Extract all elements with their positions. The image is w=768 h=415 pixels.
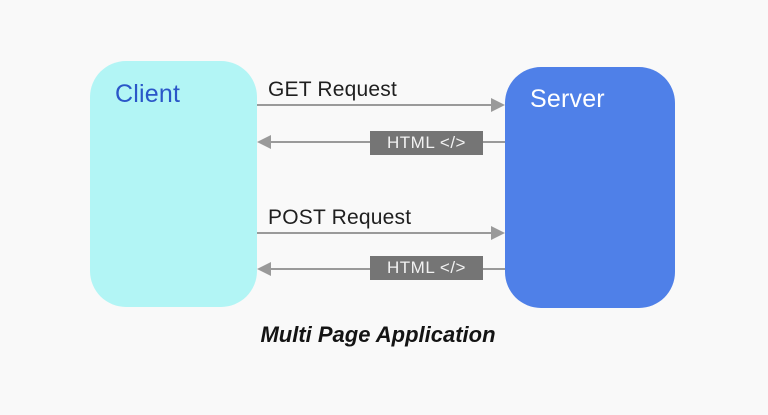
get-request-label: GET Request <box>268 78 398 101</box>
arrow-left-icon <box>257 135 271 149</box>
server-label: Server <box>530 85 605 113</box>
server-node: Server <box>505 67 675 308</box>
get-request-arrow-line <box>257 104 493 106</box>
post-request-arrow-line <box>257 232 493 234</box>
post-request-label: POST Request <box>268 206 412 229</box>
diagram-title: Multi Page Application <box>260 322 496 347</box>
html-response-2-tag: HTML </> <box>370 256 483 280</box>
client-label: Client <box>115 80 181 108</box>
arrow-right-icon <box>491 98 505 112</box>
client-node: Client <box>90 61 257 307</box>
html-response-1-tag: HTML </> <box>370 131 483 155</box>
arrow-right-icon <box>491 226 505 240</box>
arrow-left-icon <box>257 262 271 276</box>
